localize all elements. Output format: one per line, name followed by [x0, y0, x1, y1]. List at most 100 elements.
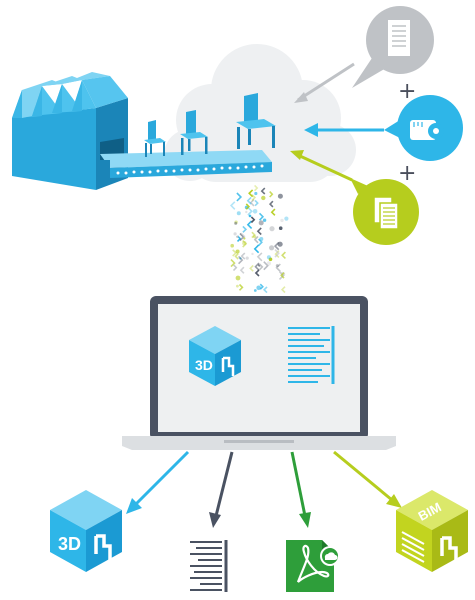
stream-chevron	[268, 200, 274, 208]
stream-dot	[266, 261, 271, 266]
stream-dot	[253, 235, 257, 239]
stream-dot	[235, 249, 240, 254]
stream-chevron	[242, 240, 248, 248]
chair-icon-large	[236, 93, 276, 149]
stream-dot	[277, 193, 283, 199]
stream-chevron	[254, 199, 259, 207]
stream-dot	[252, 209, 258, 214]
output-arrow-text	[209, 451, 234, 528]
stream-chevron	[260, 187, 266, 195]
stream-dot	[251, 252, 254, 256]
stream-dot	[275, 264, 279, 268]
3d-cube-icon: 3D	[50, 490, 122, 572]
stream-chevron	[254, 184, 259, 192]
stream-dot	[234, 221, 238, 225]
screen-cube-label: 3D	[195, 357, 213, 373]
stream-chevron	[258, 212, 265, 221]
stream-dot	[266, 255, 271, 260]
stream-chevron	[262, 286, 268, 294]
stream-dot	[254, 191, 258, 196]
green-arrow	[299, 154, 353, 182]
stream-dot	[233, 232, 237, 236]
stream-chevron	[230, 259, 236, 268]
screen-3d-cube-icon: 3D	[189, 326, 241, 386]
stream-chevron	[240, 252, 246, 260]
plus-sign-1: +	[398, 79, 416, 104]
stream-chevron	[246, 220, 253, 229]
stream-chevron	[278, 271, 285, 280]
stream-chevron	[254, 262, 260, 271]
stream-chevron	[239, 266, 245, 274]
pdf-icon	[286, 540, 340, 592]
documents-icon	[350, 178, 419, 245]
stream-chevron	[275, 263, 281, 272]
stream-chevron	[246, 196, 252, 205]
stream-chevron	[273, 241, 280, 251]
stream-dot	[245, 256, 249, 260]
stream-chevron	[251, 194, 257, 201]
stream-chevron	[253, 244, 260, 254]
stream-chevron	[270, 208, 276, 216]
stream-chevron	[236, 192, 243, 202]
chair-icon-medium	[180, 110, 208, 155]
output-arrow-3d	[126, 450, 190, 514]
stream-chevron	[256, 252, 263, 262]
conveyor-belt-icon	[96, 150, 272, 178]
cloud-icon	[164, 44, 356, 182]
stream-dot	[253, 289, 257, 292]
stream-dot	[239, 257, 242, 260]
stream-chevron	[242, 225, 248, 233]
stream-dot	[269, 226, 275, 232]
stream-chevron	[247, 206, 253, 216]
stream-chevron	[253, 235, 259, 244]
stream-chevron	[238, 255, 244, 265]
stream-dot	[278, 226, 283, 230]
stream-dot	[261, 195, 266, 201]
stream-dot	[236, 284, 239, 288]
stream-chevron	[238, 283, 244, 291]
laptop-icon	[122, 296, 396, 450]
stream-dot	[268, 257, 273, 262]
stream-dot	[236, 235, 239, 238]
plus-sign-2: +	[398, 161, 416, 186]
output-arrow-bim	[333, 450, 402, 508]
stream-chevron	[232, 264, 238, 272]
stream-chevron	[280, 272, 285, 279]
stream-dot	[245, 210, 248, 214]
stream-dot	[280, 218, 284, 223]
stream-dot	[236, 211, 241, 216]
stream-chevron	[249, 264, 254, 272]
stream-chevron	[281, 251, 286, 259]
output-arrow-pdf	[290, 451, 311, 528]
stream-dot	[234, 220, 238, 224]
text-document-icon	[190, 540, 228, 592]
stream-dot	[258, 220, 264, 226]
stream-chevron	[232, 249, 238, 257]
stream-dot	[235, 275, 241, 281]
gray-arrow	[297, 62, 355, 102]
data-stream-icon	[229, 184, 289, 294]
gray-arrowhead	[294, 92, 308, 103]
stream-dot	[230, 243, 234, 248]
stream-chevron	[274, 249, 280, 258]
stream-dot	[248, 214, 252, 218]
tape-measure-icon	[384, 95, 463, 161]
stream-dot	[284, 216, 289, 221]
stream-dot	[269, 245, 275, 251]
document-icon	[352, 6, 434, 88]
stream-chevron	[251, 231, 256, 239]
bim-cube-icon: BIM	[396, 490, 468, 572]
stream-dot	[256, 285, 262, 291]
stream-chevron	[258, 238, 263, 247]
stream-chevron	[256, 227, 262, 236]
blue-arrowhead	[304, 123, 318, 137]
green-arrowhead	[290, 150, 304, 160]
stream-chevron	[250, 216, 256, 224]
stream-chevron	[240, 232, 246, 241]
stream-dot	[242, 241, 247, 246]
stream-chevron	[248, 189, 254, 198]
chair-icon-small	[144, 120, 166, 157]
stream-chevron	[229, 201, 236, 210]
